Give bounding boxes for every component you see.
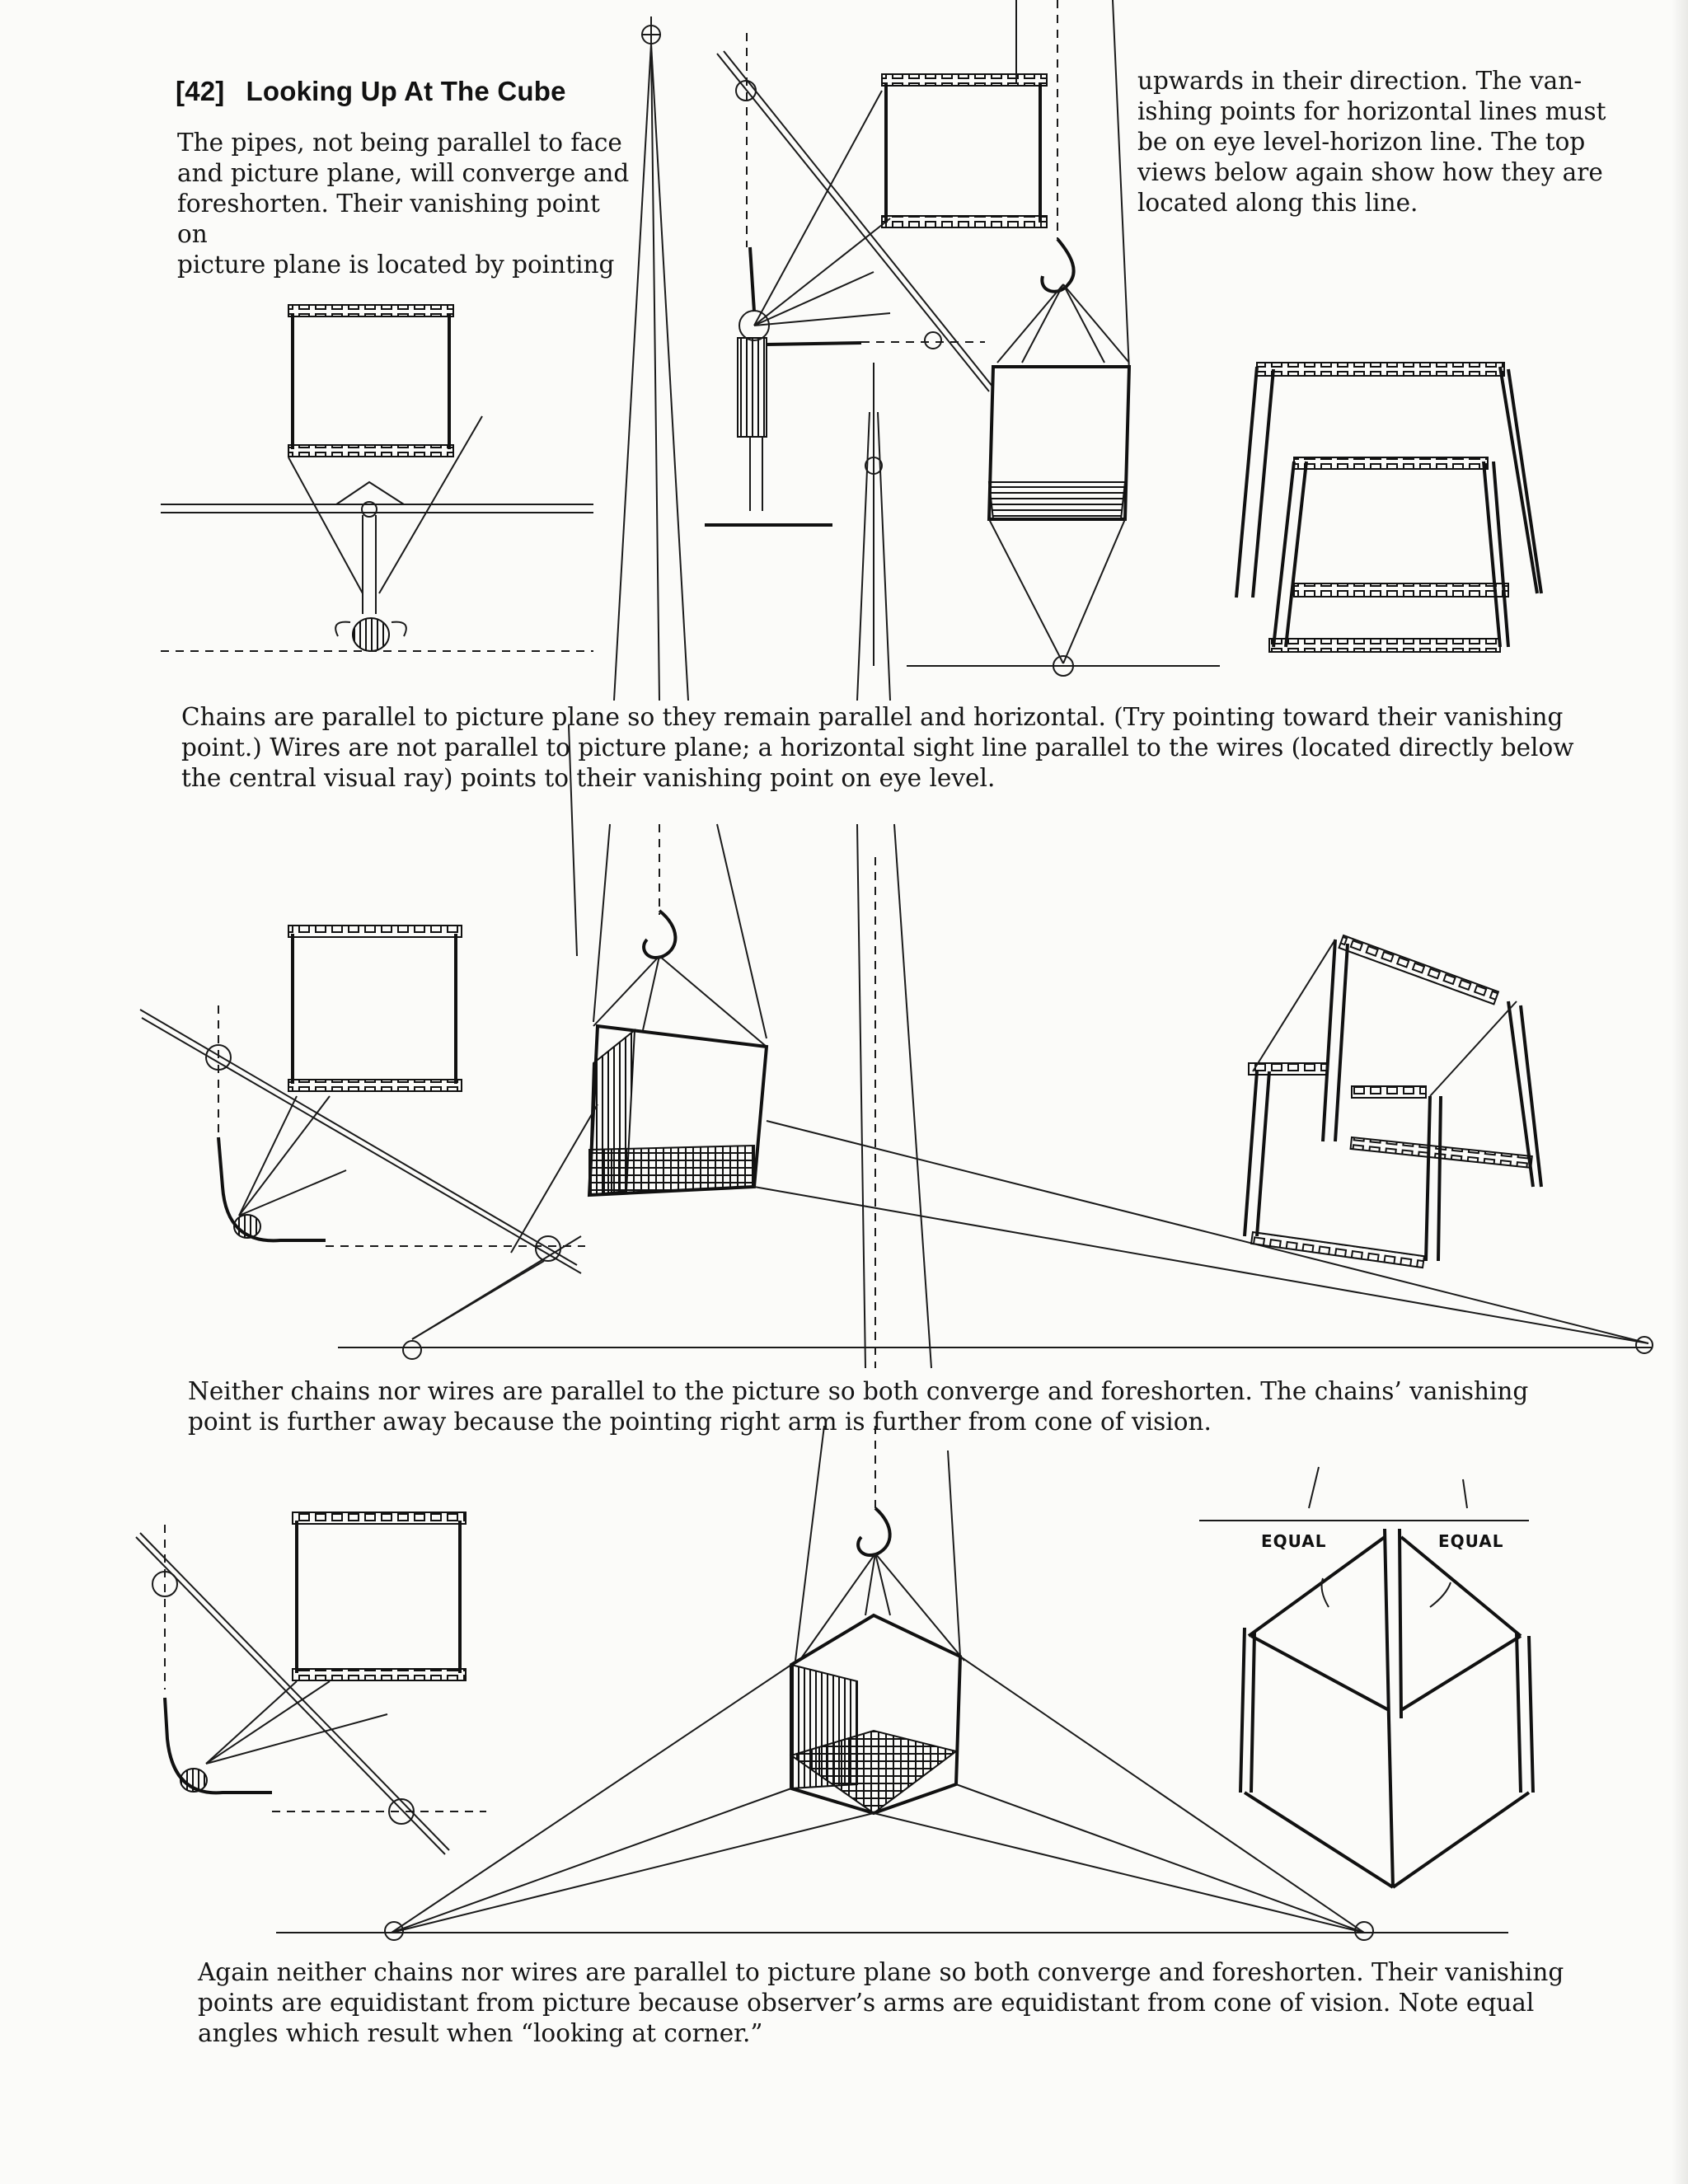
intro-right-line: views below again show how they are bbox=[1137, 158, 1603, 186]
caption-second: Neither chains nor wires are parallel to… bbox=[188, 1377, 1529, 1436]
title-text: Looking Up At The Cube bbox=[246, 76, 566, 106]
intro-right-line: be on eye level-horizon line. The top bbox=[1137, 128, 1586, 156]
pipe-cube-looking-up bbox=[1236, 363, 1541, 652]
equal-label-right: EQUAL bbox=[1438, 1531, 1504, 1551]
intro-right-line: ishing points for horizontal lines must bbox=[1137, 97, 1606, 125]
reclining-observer-3 bbox=[136, 1525, 486, 1854]
intro-left-line: picture plane is located by pointing bbox=[177, 251, 615, 279]
horizon-line-2 bbox=[338, 1337, 1653, 1353]
pointing-figure bbox=[705, 33, 993, 525]
intro-right-text: upwards in their direction. The van- ish… bbox=[1137, 66, 1615, 218]
caption-third: Again neither chains nor wires are paral… bbox=[198, 1958, 1564, 2047]
equal-label-left: EQUAL bbox=[1261, 1531, 1327, 1551]
center-pole-1 bbox=[857, 412, 890, 701]
section-1-diagrams bbox=[161, 0, 1541, 701]
intro-left-line: foreshorten. Their vanishing point on bbox=[177, 190, 600, 248]
intro-left-line: and picture plane, will converge and bbox=[177, 159, 630, 187]
page-edge-shadow bbox=[1672, 0, 1688, 2184]
top-view-chains-frame-center bbox=[882, 0, 1129, 371]
hanging-box-1 bbox=[874, 0, 1220, 676]
top-view-chains-frame-1 bbox=[161, 305, 593, 651]
page-number: [42] bbox=[176, 76, 225, 106]
page-title: [42] Looking Up At The Cube bbox=[176, 76, 566, 107]
intro-left-text: The pipes, not being parallel to face an… bbox=[177, 128, 631, 280]
top-view-chains-frame-3 bbox=[293, 1512, 466, 1680]
horizon-line-3 bbox=[276, 1922, 1508, 1940]
intro-left-line: The pipes, not being parallel to face bbox=[177, 129, 622, 157]
center-pole-2 bbox=[569, 725, 931, 1368]
caption-first: Chains are parallel to picture plane so … bbox=[181, 703, 1574, 792]
vanishing-pole-1 bbox=[614, 16, 688, 701]
hanging-box-3 bbox=[392, 1426, 1364, 1933]
intro-right-line: upwards in their direction. The van- bbox=[1137, 67, 1582, 95]
section-2-diagrams bbox=[140, 725, 1653, 1368]
hanging-box-2 bbox=[511, 824, 1648, 1343]
section-3-diagrams bbox=[136, 1426, 1533, 1940]
intro-right-line: located along this line. bbox=[1137, 189, 1418, 217]
pipe-cube-corner-3 bbox=[1199, 1467, 1533, 1887]
pipe-cube-angled-2 bbox=[1245, 935, 1541, 1268]
reclining-observer-2 bbox=[140, 1005, 585, 1359]
top-view-chains-frame-2 bbox=[288, 926, 462, 1091]
